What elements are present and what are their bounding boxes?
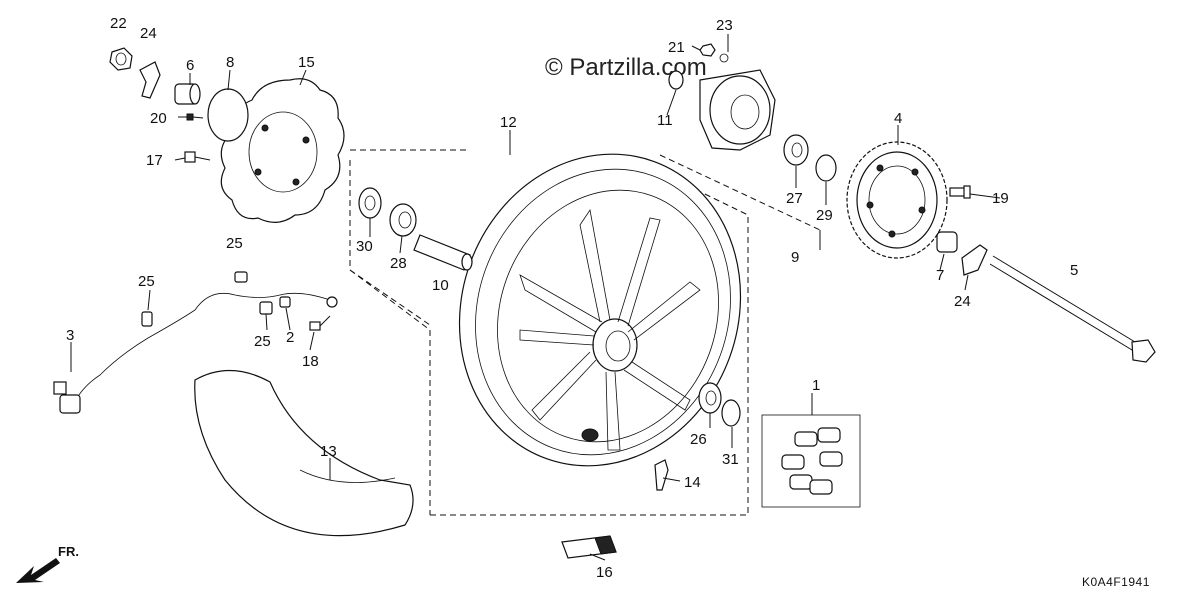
callout-25-mid: 25: [254, 333, 271, 350]
bolt-17: [184, 151, 211, 163]
clamp-25-b: [141, 311, 153, 327]
callout-25-left: 25: [138, 273, 155, 290]
rear-wheel-rim: [458, 153, 742, 467]
damper-rubbers: [761, 414, 861, 508]
callout-4: 4: [894, 110, 902, 127]
bearing-28: [389, 203, 417, 237]
rear-axle: [989, 255, 1156, 363]
balance-weight-16: [561, 535, 617, 559]
callout-18: 18: [302, 353, 319, 370]
o-ring-31: [721, 399, 741, 427]
callout-21: 21: [668, 39, 685, 56]
callout-26: 26: [690, 431, 707, 448]
distance-collar-10: [413, 234, 473, 271]
oil-seal-29: [815, 154, 837, 182]
mudguard-13: [194, 369, 414, 537]
direction-label: FR.: [58, 544, 79, 559]
callout-labels: 1 2 3 4 5 6 7 8 9 10 11 12 13 14 15 16 1…: [66, 15, 1078, 581]
bearing-27: [783, 134, 809, 166]
bearing-30: [358, 187, 382, 219]
clamp-25-a: [234, 271, 248, 283]
collar-7: [936, 231, 958, 253]
callout-29: 29: [816, 207, 833, 224]
callout-9: 9: [791, 249, 799, 266]
callout-16: 16: [596, 564, 613, 581]
callout-1: 1: [812, 377, 820, 394]
callout-19: 19: [992, 190, 1009, 207]
callout-7: 7: [936, 267, 944, 284]
callout-10: 10: [432, 277, 449, 294]
callout-28: 28: [390, 255, 407, 272]
callout-23: 23: [716, 17, 733, 34]
leader-lines: [70, 34, 1001, 561]
front-direction-arrow: FR.: [16, 544, 79, 583]
clip-2: [279, 296, 291, 308]
bolt-19: [949, 185, 971, 199]
stopper-bracket-24-right: [961, 244, 988, 276]
nut-22: [109, 47, 133, 71]
callout-12: 12: [500, 114, 517, 131]
callout-3: 3: [66, 327, 74, 344]
stopper-bracket-24-left: [139, 61, 161, 99]
callout-27: 27: [786, 190, 803, 207]
speed-sensor-harness: [53, 292, 338, 414]
callout-22: 22: [110, 15, 127, 32]
callout-2: 2: [286, 329, 294, 346]
valve-stem-14: [654, 459, 669, 491]
diagram-code: K0A4F1941: [1082, 575, 1150, 589]
callout-15: 15: [298, 54, 315, 71]
callout-30: 30: [356, 238, 373, 255]
callout-20: 20: [150, 110, 167, 127]
dust-seal-8: [207, 88, 249, 142]
callout-13: 13: [320, 443, 337, 460]
callout-8: 8: [226, 54, 234, 71]
clamp-25-c: [259, 301, 273, 315]
collar-6: [174, 83, 201, 105]
driven-sprocket: [846, 141, 948, 259]
bolt-20: [186, 113, 204, 121]
callout-31: 31: [722, 451, 739, 468]
callout-24-right: 24: [954, 293, 971, 310]
callout-24-left: 24: [140, 25, 157, 42]
final-driven-flange: [668, 43, 776, 151]
bolt-18: [309, 315, 331, 331]
callout-17: 17: [146, 152, 163, 169]
callout-5: 5: [1070, 262, 1078, 279]
callout-14: 14: [684, 474, 701, 491]
callout-6: 6: [186, 57, 194, 74]
wheel-outline-bottom: [349, 269, 431, 515]
callout-11: 11: [657, 112, 673, 129]
bearing-26: [698, 382, 722, 414]
callout-25-top: 25: [226, 235, 243, 252]
